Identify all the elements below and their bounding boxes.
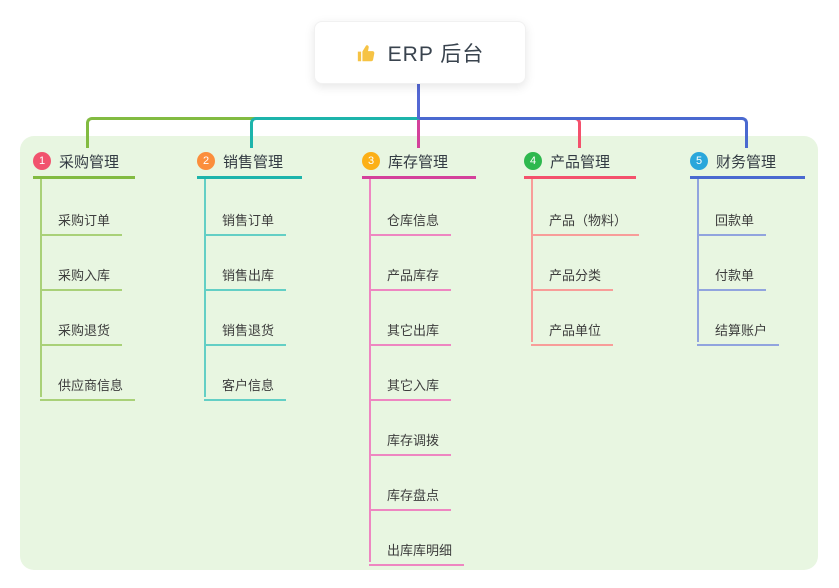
connector-branch-3 bbox=[417, 120, 420, 148]
badge-2: 2 bbox=[197, 152, 215, 170]
child-node[interactable]: 产品库存 bbox=[369, 250, 452, 291]
child-node[interactable]: 客户信息 bbox=[204, 360, 287, 401]
branch-node-sales[interactable]: 2 销售管理 bbox=[197, 146, 302, 179]
child-node[interactable]: 产品单位 bbox=[531, 305, 614, 346]
badge-1: 1 bbox=[33, 152, 51, 170]
child-connector-line bbox=[40, 179, 42, 397]
child-node[interactable]: 付款单 bbox=[697, 250, 767, 291]
child-node[interactable]: 产品（物料） bbox=[531, 195, 640, 236]
branch-node-finance[interactable]: 5 财务管理 bbox=[690, 146, 805, 179]
child-connector-line bbox=[204, 179, 206, 397]
child-node[interactable]: 采购订单 bbox=[40, 195, 123, 236]
branch-label: 财务管理 bbox=[716, 153, 777, 171]
branch-purchase: 1 采购管理 采购订单采购入库采购退货供应商信息 bbox=[33, 146, 136, 401]
child-node[interactable]: 出库库明细 bbox=[369, 525, 465, 566]
root-node[interactable]: ERP 后台 bbox=[314, 21, 526, 84]
child-node[interactable]: 供应商信息 bbox=[40, 360, 136, 401]
branch-finance: 5 财务管理 回款单付款单结算账户 bbox=[690, 146, 805, 346]
root-connector-stub bbox=[417, 82, 420, 119]
child-node[interactable]: 销售退货 bbox=[204, 305, 287, 346]
child-node[interactable]: 产品分类 bbox=[531, 250, 614, 291]
child-connector-line bbox=[531, 179, 533, 342]
branch-product: 4 产品管理 产品（物料） 产品分类产品单位 bbox=[524, 146, 640, 346]
root-node-label: ERP 后台 bbox=[387, 42, 485, 66]
branch-label: 销售管理 bbox=[223, 153, 284, 171]
child-node[interactable]: 销售出库 bbox=[204, 250, 287, 291]
badge-5: 5 bbox=[690, 152, 708, 170]
child-node[interactable]: 仓库信息 bbox=[369, 195, 452, 236]
branch-label: 产品管理 bbox=[550, 153, 611, 171]
branch-node-purchase[interactable]: 1 采购管理 bbox=[33, 146, 135, 179]
child-node[interactable]: 库存调拨 bbox=[369, 415, 452, 456]
child-node[interactable]: 库存盘点 bbox=[369, 470, 452, 511]
branch-inventory: 3 库存管理 仓库信息产品库存其它出库其它入库库存调拨库存盘点出库库明细 bbox=[362, 146, 476, 566]
child-node[interactable]: 其它出库 bbox=[369, 305, 452, 346]
branch-node-inventory[interactable]: 3 库存管理 bbox=[362, 146, 476, 179]
child-connector-line bbox=[369, 179, 371, 562]
badge-3: 3 bbox=[362, 152, 380, 170]
child-node[interactable]: 采购退货 bbox=[40, 305, 123, 346]
branch-sales: 2 销售管理 销售订单销售出库销售退货客户信息 bbox=[197, 146, 302, 401]
child-node[interactable]: 采购入库 bbox=[40, 250, 123, 291]
branch-label: 库存管理 bbox=[388, 153, 449, 171]
connector-branch-2 bbox=[250, 117, 419, 148]
badge-4: 4 bbox=[524, 152, 542, 170]
child-node[interactable]: 销售订单 bbox=[204, 195, 287, 236]
child-node[interactable]: 结算账户 bbox=[697, 305, 780, 346]
thumbs-up-icon bbox=[356, 42, 378, 64]
branch-label: 采购管理 bbox=[59, 153, 120, 171]
branches-panel bbox=[20, 136, 818, 570]
child-connector-line bbox=[697, 179, 699, 342]
connector-branch-5 bbox=[419, 117, 748, 148]
child-node[interactable]: 回款单 bbox=[697, 195, 767, 236]
branch-node-product[interactable]: 4 产品管理 bbox=[524, 146, 636, 179]
child-node[interactable]: 其它入库 bbox=[369, 360, 452, 401]
